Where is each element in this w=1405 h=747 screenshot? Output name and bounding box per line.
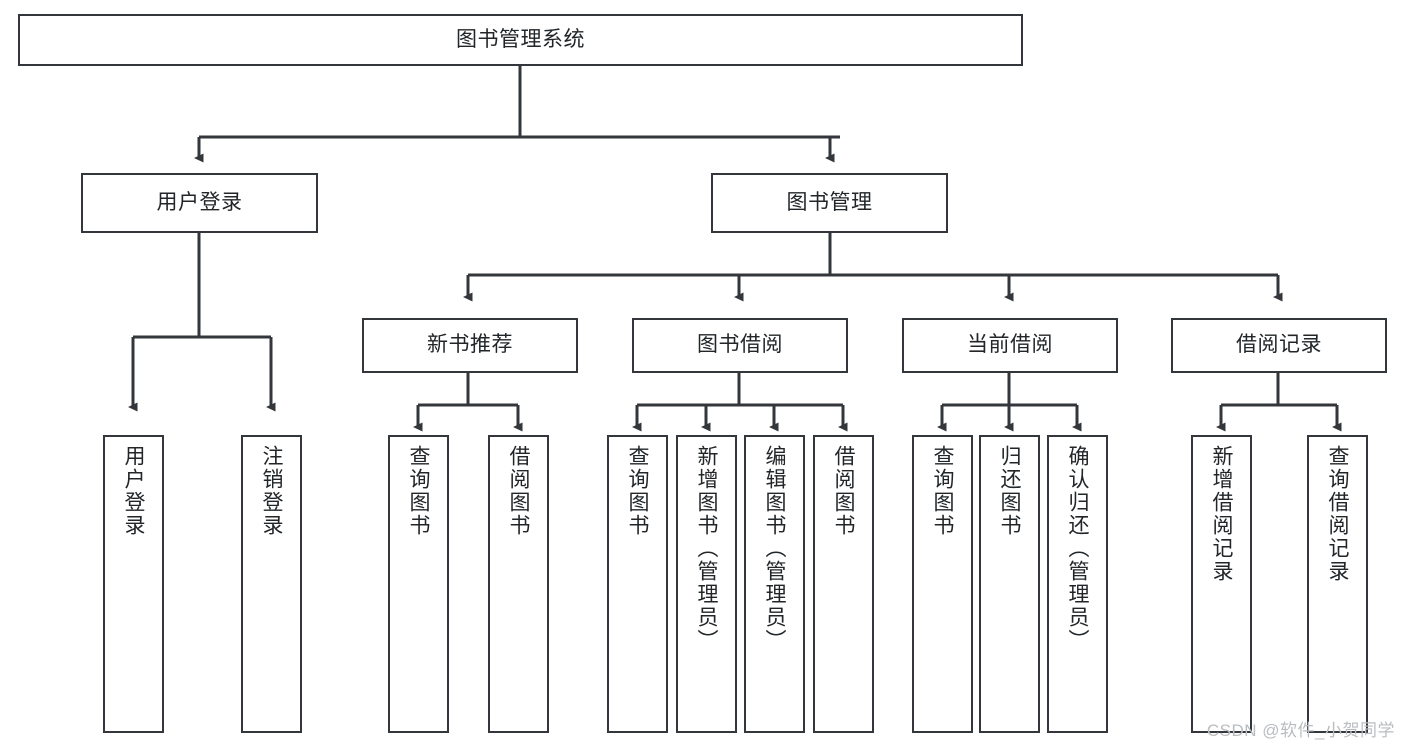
- leaf-label: 查询图书: [931, 445, 954, 537]
- leaf-user-login-logout[interactable]: 注销登录: [241, 435, 302, 733]
- leaf-label: 归还图书: [998, 445, 1021, 537]
- node-new-book-recommend[interactable]: 新书推荐: [362, 318, 578, 373]
- leaf-borrow-edit-book-admin[interactable]: 编辑图书（管理员）: [744, 435, 805, 733]
- node-user-login[interactable]: 用户登录: [81, 173, 318, 233]
- node-book-borrow-label: 图书借阅: [697, 333, 783, 357]
- leaf-label: 注销登录: [260, 445, 283, 537]
- node-borrow-record[interactable]: 借阅记录: [1171, 318, 1387, 373]
- leaf-current-return-book[interactable]: 归还图书: [979, 435, 1040, 733]
- leaf-label: 查询图书: [626, 445, 649, 537]
- node-book-management-label: 图书管理: [786, 190, 873, 214]
- leaf-user-login-login[interactable]: 用户登录: [103, 435, 164, 733]
- leaf-borrow-add-book-admin[interactable]: 新增图书（管理员）: [676, 435, 737, 733]
- leaf-label: 新增图书（管理员）: [695, 445, 718, 652]
- leaf-borrow-query-book[interactable]: 查询图书: [607, 435, 668, 733]
- leaf-label: 借阅图书: [507, 445, 530, 537]
- leaf-record-add[interactable]: 新增借阅记录: [1191, 435, 1252, 733]
- csdn-watermark: CSDN @软件_小贺同学: [1206, 721, 1395, 740]
- leaf-label: 编辑图书（管理员）: [763, 445, 786, 652]
- node-book-borrow[interactable]: 图书借阅: [632, 318, 848, 373]
- node-borrow-record-label: 借阅记录: [1236, 333, 1322, 357]
- leaf-new-book-borrow[interactable]: 借阅图书: [488, 435, 549, 733]
- node-user-login-label: 用户登录: [156, 190, 243, 214]
- node-root[interactable]: 图书管理系统: [18, 14, 1023, 66]
- leaf-label: 借阅图书: [832, 445, 855, 537]
- node-root-label: 图书管理系统: [456, 27, 585, 51]
- leaf-label: 新增借阅记录: [1210, 445, 1233, 583]
- leaf-record-query[interactable]: 查询借阅记录: [1307, 435, 1368, 733]
- leaf-borrow-borrow-book[interactable]: 借阅图书: [813, 435, 874, 733]
- leaf-label: 用户登录: [122, 445, 145, 537]
- node-current-borrow[interactable]: 当前借阅: [902, 318, 1118, 373]
- leaf-label: 查询借阅记录: [1326, 445, 1349, 583]
- node-book-management[interactable]: 图书管理: [711, 173, 948, 233]
- leaf-new-book-query[interactable]: 查询图书: [388, 435, 449, 733]
- leaf-label: 确认归还（管理员）: [1066, 445, 1089, 652]
- leaf-label: 查询图书: [407, 445, 430, 537]
- leaf-current-query-book[interactable]: 查询图书: [912, 435, 973, 733]
- node-current-borrow-label: 当前借阅: [967, 333, 1053, 357]
- leaf-current-confirm-return-admin[interactable]: 确认归还（管理员）: [1047, 435, 1108, 733]
- node-new-book-recommend-label: 新书推荐: [427, 333, 513, 357]
